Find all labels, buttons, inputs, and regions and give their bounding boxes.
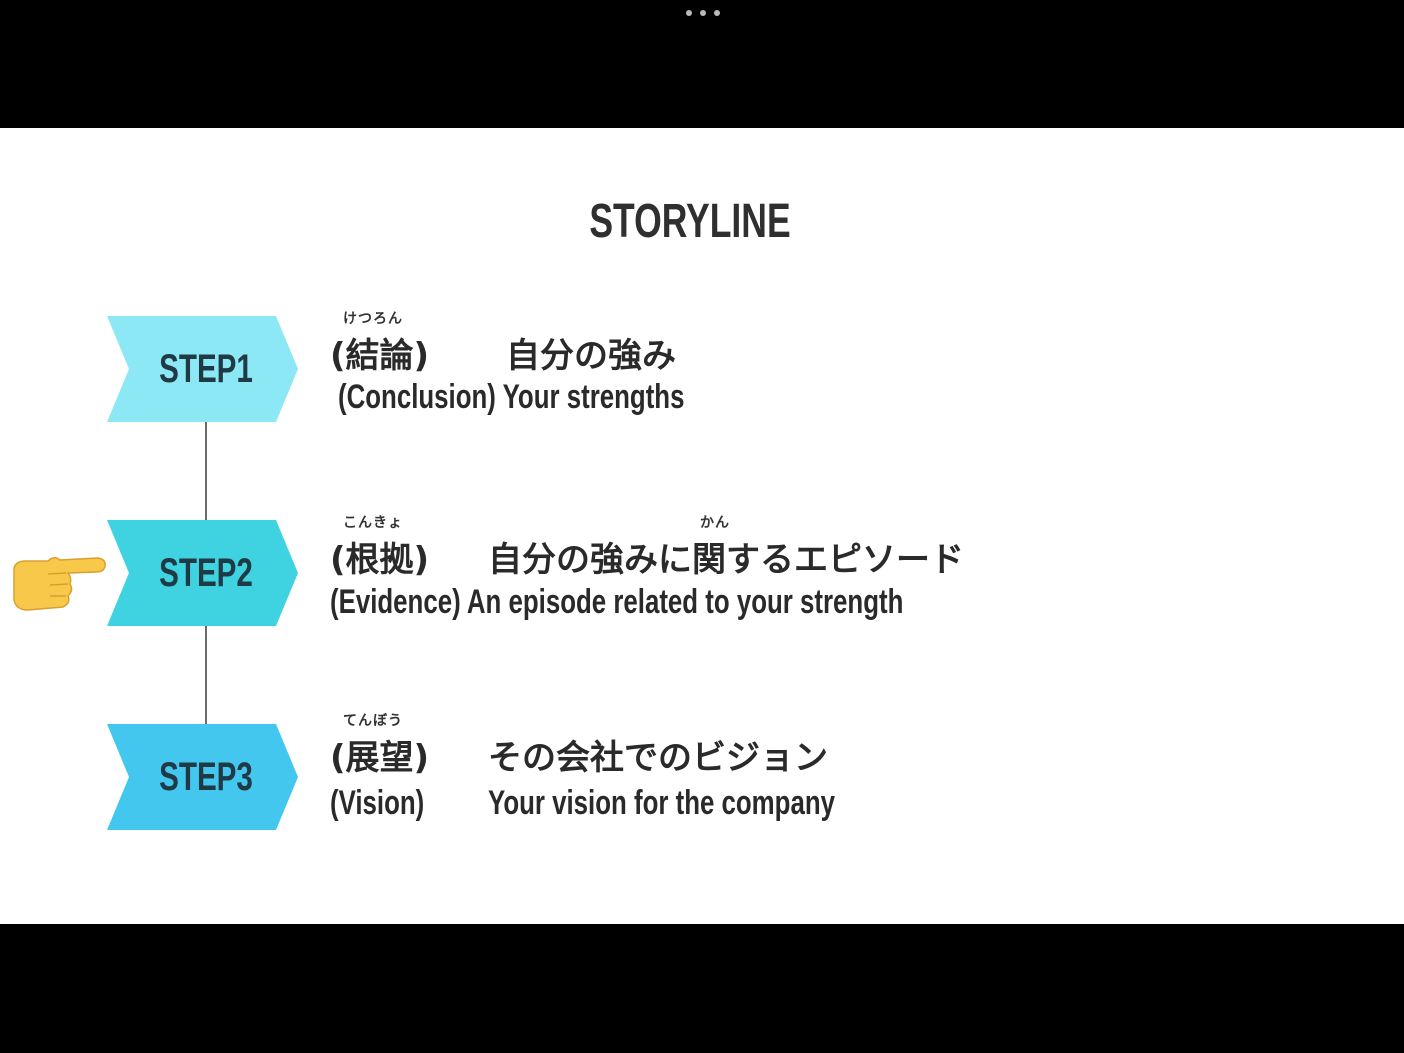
- step3-jp-text: その会社でのビジョン: [488, 738, 828, 778]
- step3-chevron: STEP3: [107, 724, 298, 830]
- pointing-hand-icon: [8, 550, 106, 616]
- step3-en-text: Your vision for the company: [488, 784, 835, 822]
- slide-title: STORYLINE: [589, 195, 791, 248]
- step2-jp-label: (根拠): [330, 540, 430, 580]
- step1-en-line: (Conclusion) Your strengths: [338, 378, 685, 416]
- step2-chevron: STEP2: [107, 520, 298, 626]
- bottom-bar: [0, 924, 1404, 1053]
- connector-line: [205, 422, 207, 521]
- step2-en-line: (Evidence) An episode related to your st…: [330, 583, 904, 621]
- step2-ruby: こんきょ: [343, 515, 403, 531]
- step3-label: STEP3: [159, 754, 253, 799]
- connector-line: [205, 625, 207, 724]
- step1-chevron: STEP1: [107, 316, 298, 422]
- step1-label: STEP1: [159, 346, 253, 391]
- slide: STORYLINE STEP1 けつろん (結論) 自分の強み (Conclus…: [0, 128, 1404, 924]
- step1-jp-label: (結論): [330, 336, 430, 376]
- step3-jp-label: (展望): [330, 738, 430, 778]
- top-bar: [0, 0, 1404, 128]
- more-horizontal-icon[interactable]: [686, 4, 720, 22]
- step2-jp-text: 自分の強みに関するエピソード: [488, 540, 964, 580]
- step2-label: STEP2: [159, 550, 253, 595]
- step3-en-label: (Vision): [330, 784, 425, 822]
- step2-ruby-kan: かん: [700, 515, 730, 531]
- step1-jp-text: 自分の強み: [506, 336, 676, 376]
- step3-ruby: てんぼう: [343, 713, 403, 729]
- step1-ruby: けつろん: [343, 311, 403, 327]
